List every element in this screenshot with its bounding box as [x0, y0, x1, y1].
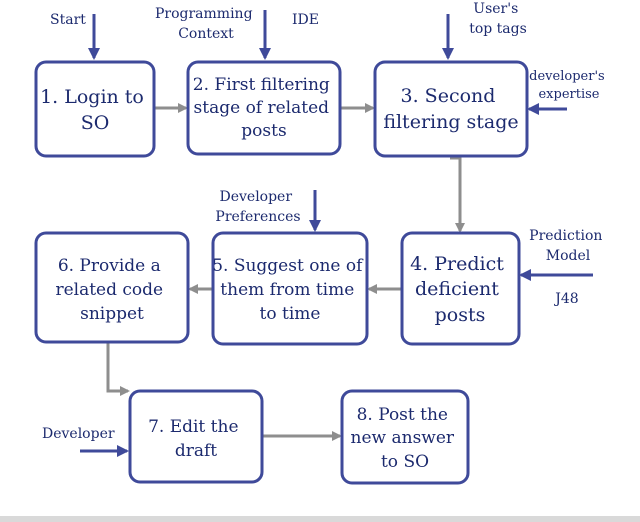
step-7-box: 7. Edit the draft [128, 389, 264, 484]
bottom-strip [0, 516, 640, 522]
step-1-line-2: SO [81, 112, 110, 134]
svg-text:3. Second filtering stag: 3. Second filtering stage [383, 85, 518, 133]
step-5-box: 5. Suggest one of them from time to time [211, 231, 369, 346]
label-ide: IDE [292, 12, 319, 28]
label-start: Start [50, 12, 86, 28]
step-6-line-3: snippet [80, 304, 144, 324]
svg-text:7. Edit the draft: 7. Edit the draft [148, 417, 244, 461]
label-programming-context-line-2: Context [178, 26, 234, 42]
step-6-line-1: 6. Provide a [58, 256, 161, 276]
step-4-line-3: posts [435, 304, 486, 326]
label-prediction-model-line-1: Prediction [529, 228, 602, 244]
svg-text:6. Provide a related cod: 6. Provide a related code snippet [55, 256, 168, 324]
step-2-box: 2. First filtering stage of related post… [186, 60, 342, 156]
svg-text:IDE: IDE [292, 12, 319, 28]
step-2-line-1: 2. First filtering [193, 75, 330, 95]
label-developer: Developer [42, 426, 115, 442]
step-1-box: 1. Login to SO [34, 60, 156, 158]
label-developer-expertise-line-2: expertise [538, 87, 599, 102]
svg-text:5. Suggest one of them f: 5. Suggest one of them from time to time [212, 256, 368, 324]
svg-text:developer's expertise: developer's expertise [529, 69, 609, 102]
step-3-line-2: filtering stage [383, 111, 518, 133]
step-5-line-1: 5. Suggest one of [212, 256, 364, 276]
step-7-line-2: draft [175, 441, 217, 461]
step-2-line-2: stage of related [194, 98, 330, 118]
svg-text:Programming Context: Programming Context [155, 6, 257, 42]
step-3-box: 3. Second filtering stage [373, 60, 529, 158]
step-4-line-1: 4. Predict [410, 253, 504, 275]
svg-text:Prediction Model: Prediction Model [529, 228, 607, 264]
label-developer-preferences-line-1: Developer [219, 189, 292, 205]
arrow-step3-to-step4 [450, 156, 465, 233]
step-6-line-2: related code [55, 280, 163, 300]
label-j48: J48 [553, 291, 578, 307]
label-prediction-model-line-2: Model [546, 248, 591, 264]
step-5-line-2: them from time [220, 280, 354, 300]
step-7-line-1: 7. Edit the [148, 417, 238, 437]
label-user-top-tags-line-1: User's [473, 1, 518, 17]
step-4-line-2: deficient [415, 278, 499, 300]
label-user-top-tags-line-2: top tags [469, 21, 527, 37]
svg-text:8. Post the new answer: 8. Post the new answer to SO [351, 405, 460, 472]
svg-text:J48: J48 [553, 291, 578, 307]
step-1-line-1: 1. Login to [40, 86, 144, 108]
step-8-line-3: to SO [381, 452, 429, 472]
step-6-box: 6. Provide a related code snippet [34, 231, 190, 344]
svg-text:Developer Preferences: Developer Preferences [215, 189, 300, 225]
svg-text:4. Predict deficient: 4. Predict deficient posts [410, 253, 510, 326]
svg-text:Developer: Developer [42, 426, 115, 442]
label-programming-context-line-1: Programming [155, 6, 253, 22]
step-4-box: 4. Predict deficient posts [400, 231, 521, 346]
arrow-step6-to-step7 [106, 343, 130, 396]
svg-text:User's top tags: User's top tags [469, 1, 527, 37]
svg-text:1. Login to SO: 1. Login to SO [40, 86, 150, 134]
step-8-line-2: new answer [351, 428, 455, 448]
label-developer-expertise-line-1: developer's [529, 69, 605, 84]
svg-text:Start: Start [50, 12, 86, 28]
svg-text:2. First filtering stage: 2. First filtering stage of related post… [193, 75, 335, 141]
step-8-line-1: 8. Post the [357, 405, 448, 425]
label-developer-preferences-line-2: Preferences [215, 209, 300, 225]
step-2-line-3: posts [241, 121, 286, 141]
step-3-line-1: 3. Second [401, 85, 496, 107]
step-5-line-3: to time [260, 304, 321, 324]
step-8-box: 8. Post the new answer to SO [340, 389, 470, 485]
